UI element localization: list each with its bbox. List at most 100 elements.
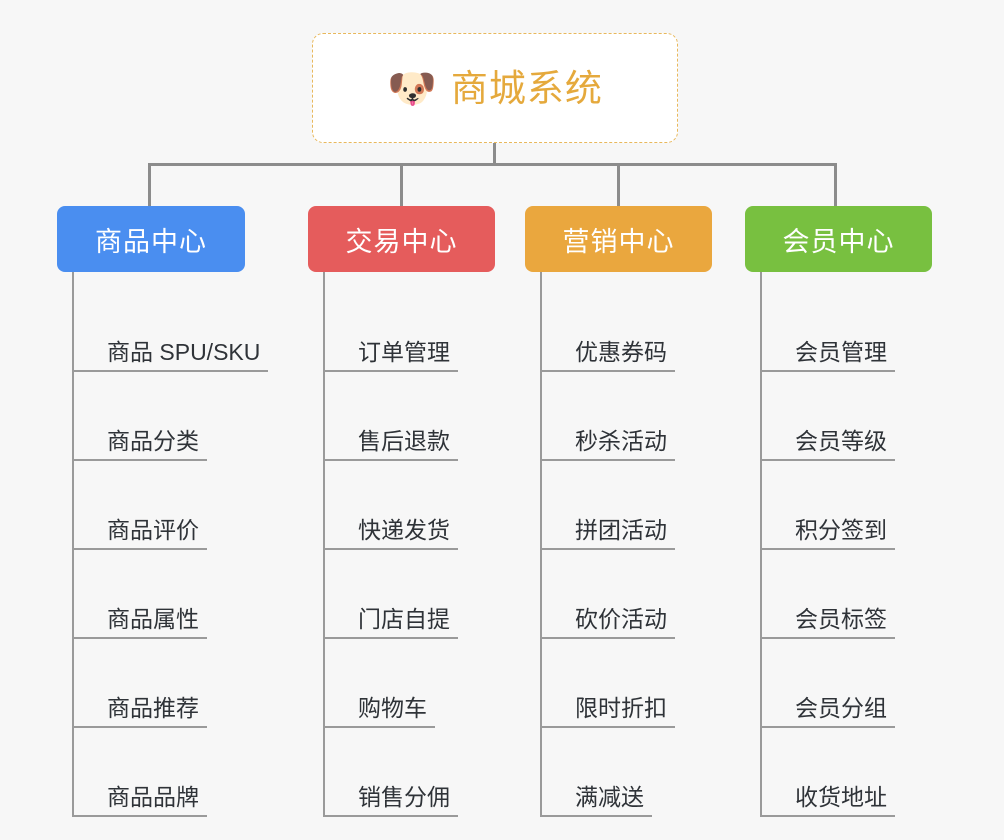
leaf-underline <box>540 726 675 728</box>
category-header-label: 交易中心 <box>345 226 458 257</box>
leaf-label: 秒杀活动 <box>575 427 667 454</box>
leaf-list-trade-center: 订单管理 售后退款 快递发货 门店自提 购物车 销售分佣 <box>308 272 495 817</box>
category-header-label: 营销中心 <box>562 226 675 257</box>
category-header-label: 商品中心 <box>95 226 207 257</box>
leaf-list-member-center: 会员管理 会员等级 积分签到 会员标签 会员分组 收货地址 <box>745 272 932 817</box>
leaf-label: 销售分佣 <box>358 783 450 810</box>
leaf-label: 收货地址 <box>795 783 887 810</box>
list-item[interactable]: 购物车 <box>308 639 495 728</box>
leaf-label: 拼团活动 <box>575 516 667 543</box>
list-item[interactable]: 满减送 <box>525 728 712 817</box>
root-node[interactable]: 🐶 商城系统 <box>312 33 678 143</box>
leaf-list-marketing-center: 优惠券码 秒杀活动 拼团活动 砍价活动 限时折扣 满减送 <box>525 272 712 817</box>
list-item[interactable]: 商品分类 <box>57 372 268 461</box>
leaf-underline <box>540 370 675 372</box>
leaf-underline <box>323 370 458 372</box>
leaf-underline <box>72 637 207 639</box>
connector-drop-member-center <box>834 163 837 206</box>
connector-drop-trade-center <box>400 163 403 206</box>
list-item[interactable]: 订单管理 <box>308 283 495 372</box>
leaf-trunk-line <box>760 272 762 817</box>
branch-marketing-center: 营销中心 优惠券码 秒杀活动 拼团活动 砍价活动 限时折扣 <box>525 206 712 817</box>
leaf-label: 满减送 <box>575 783 644 810</box>
root-title: 商城系统 <box>450 67 603 109</box>
category-header-marketing-center[interactable]: 营销中心 <box>525 206 712 272</box>
leaf-underline <box>323 548 458 550</box>
leaf-underline <box>540 548 675 550</box>
leaf-label: 积分签到 <box>795 516 887 543</box>
list-item[interactable]: 收货地址 <box>745 728 932 817</box>
leaf-label: 限时折扣 <box>575 694 667 721</box>
leaf-label: 会员标签 <box>795 605 887 632</box>
list-item[interactable]: 限时折扣 <box>525 639 712 728</box>
leaf-underline <box>760 726 895 728</box>
leaf-underline <box>323 637 458 639</box>
leaf-label: 订单管理 <box>358 338 450 365</box>
list-item[interactable]: 拼团活动 <box>525 461 712 550</box>
category-header-label: 会员中心 <box>782 226 895 257</box>
leaf-label: 商品评价 <box>107 516 199 543</box>
category-header-member-center[interactable]: 会员中心 <box>745 206 932 272</box>
leaf-underline <box>72 726 207 728</box>
leaf-label: 售后退款 <box>358 427 450 454</box>
list-item[interactable]: 门店自提 <box>308 550 495 639</box>
leaf-label: 商品推荐 <box>107 694 199 721</box>
leaf-underline <box>72 459 207 461</box>
leaf-label: 购物车 <box>358 694 427 721</box>
leaf-label: 优惠券码 <box>575 338 667 365</box>
leaf-trunk-line <box>72 272 74 817</box>
list-item[interactable]: 快递发货 <box>308 461 495 550</box>
list-item[interactable]: 砍价活动 <box>525 550 712 639</box>
leaf-underline <box>323 726 435 728</box>
leaf-trunk-line <box>323 272 325 817</box>
leaf-label: 快递发货 <box>358 516 450 543</box>
leaf-underline <box>760 815 895 817</box>
category-header-trade-center[interactable]: 交易中心 <box>308 206 495 272</box>
list-item[interactable]: 会员标签 <box>745 550 932 639</box>
leaf-label: 砍价活动 <box>575 605 667 632</box>
list-item[interactable]: 商品 SPU/SKU <box>57 283 268 372</box>
list-item[interactable]: 商品评价 <box>57 461 268 550</box>
leaf-label: 会员等级 <box>795 427 887 454</box>
leaf-underline <box>323 459 458 461</box>
list-item[interactable]: 商品品牌 <box>57 728 268 817</box>
leaf-label: 商品分类 <box>107 427 199 454</box>
connector-drop-product-center <box>148 163 151 206</box>
list-item[interactable]: 积分签到 <box>745 461 932 550</box>
list-item[interactable]: 售后退款 <box>308 372 495 461</box>
branch-member-center: 会员中心 会员管理 会员等级 积分签到 会员标签 会员分组 <box>745 206 932 817</box>
connector-root-stem <box>493 143 496 165</box>
leaf-underline <box>760 637 895 639</box>
branch-product-center: 商品中心 商品 SPU/SKU 商品分类 商品评价 商品属性 商品推荐 <box>57 206 268 817</box>
leaf-label: 门店自提 <box>358 605 450 632</box>
leaf-label: 商品属性 <box>107 605 199 632</box>
leaf-trunk-line <box>540 272 542 817</box>
leaf-label: 会员分组 <box>795 694 887 721</box>
leaf-underline <box>323 815 458 817</box>
list-item[interactable]: 销售分佣 <box>308 728 495 817</box>
leaf-underline <box>540 637 675 639</box>
leaf-list-product-center: 商品 SPU/SKU 商品分类 商品评价 商品属性 商品推荐 商品品牌 <box>57 272 268 817</box>
connector-drop-marketing-center <box>617 163 620 206</box>
list-item[interactable]: 秒杀活动 <box>525 372 712 461</box>
leaf-underline <box>72 370 268 372</box>
leaf-label: 商品 SPU/SKU <box>107 338 261 365</box>
list-item[interactable]: 会员管理 <box>745 283 932 372</box>
leaf-label: 商品品牌 <box>107 783 199 810</box>
connector-horizontal-bus <box>148 163 836 166</box>
category-header-product-center[interactable]: 商品中心 <box>57 206 245 272</box>
leaf-underline <box>540 815 652 817</box>
leaf-underline <box>760 548 895 550</box>
leaf-underline <box>72 548 207 550</box>
leaf-underline <box>760 370 895 372</box>
shiba-dog-face-icon: 🐶 <box>387 67 437 111</box>
list-item[interactable]: 商品推荐 <box>57 639 268 728</box>
list-item[interactable]: 商品属性 <box>57 550 268 639</box>
list-item[interactable]: 优惠券码 <box>525 283 712 372</box>
leaf-underline <box>540 459 675 461</box>
list-item[interactable]: 会员分组 <box>745 639 932 728</box>
branch-trade-center: 交易中心 订单管理 售后退款 快递发货 门店自提 购物车 <box>308 206 495 817</box>
list-item[interactable]: 会员等级 <box>745 372 932 461</box>
leaf-underline <box>760 459 895 461</box>
